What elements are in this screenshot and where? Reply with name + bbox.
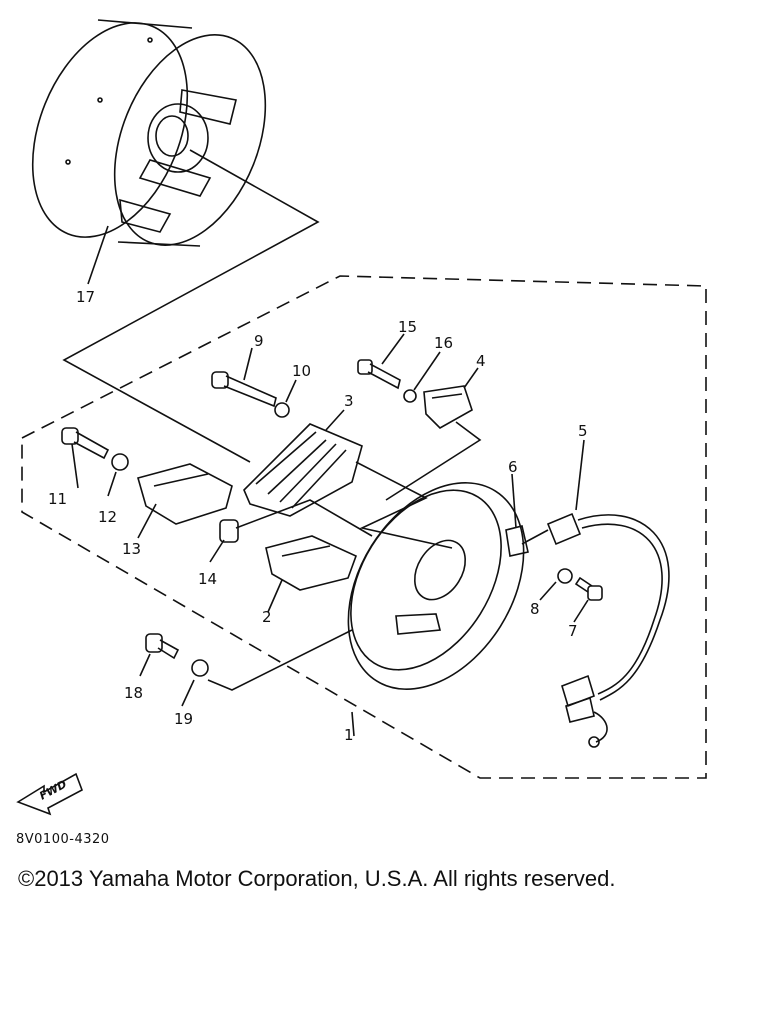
callout-14: 14: [198, 570, 217, 588]
callout-4: 4: [476, 352, 486, 370]
callout-8: 8: [530, 600, 540, 618]
copyright-notice: ©2013 Yamaha Motor Corporation, U.S.A. A…: [18, 866, 616, 891]
callout-6: 6: [508, 458, 518, 476]
spacer-14: [219, 519, 239, 543]
lead-clamp-6: [505, 525, 529, 557]
callout-18: 18: [124, 684, 143, 702]
washer-8: [557, 568, 573, 584]
callout-17: 17: [76, 288, 95, 306]
callout-19: 19: [174, 710, 193, 728]
lighting-coil-13: [137, 463, 233, 525]
assembly-outline: [21, 275, 707, 779]
callout-12: 12: [98, 508, 117, 526]
bolt-9: [211, 371, 277, 408]
callout-9: 9: [254, 332, 264, 350]
flywheel-rotor: [31, 19, 267, 247]
pickup-coil-4: [423, 385, 473, 429]
callout-15: 15: [398, 318, 417, 336]
bolt-18: [145, 633, 180, 660]
fwd-arrow-icon: [16, 772, 83, 816]
washer-19: [191, 659, 209, 677]
stator-base-plate: [347, 482, 525, 690]
washer-12: [111, 453, 129, 471]
source-coil-2: [265, 535, 358, 591]
callout-13: 13: [122, 540, 141, 558]
bolt-15: [357, 359, 401, 390]
screw-7: [574, 576, 603, 601]
callout-1: 1: [344, 726, 354, 744]
callout-2: 2: [262, 608, 272, 626]
callout-11: 11: [48, 490, 67, 508]
diagram-code: 8V0100-4320: [16, 832, 110, 847]
wire-lead-5: [521, 512, 670, 748]
bolt-11: [61, 427, 110, 460]
washer-16: [403, 389, 417, 403]
charge-coil-3: [243, 423, 363, 517]
callout-16: 16: [434, 334, 453, 352]
callout-5: 5: [578, 422, 588, 440]
callout-10: 10: [292, 362, 311, 380]
callout-3: 3: [344, 392, 354, 410]
callout-7: 7: [568, 622, 578, 640]
washer-10: [274, 402, 290, 418]
